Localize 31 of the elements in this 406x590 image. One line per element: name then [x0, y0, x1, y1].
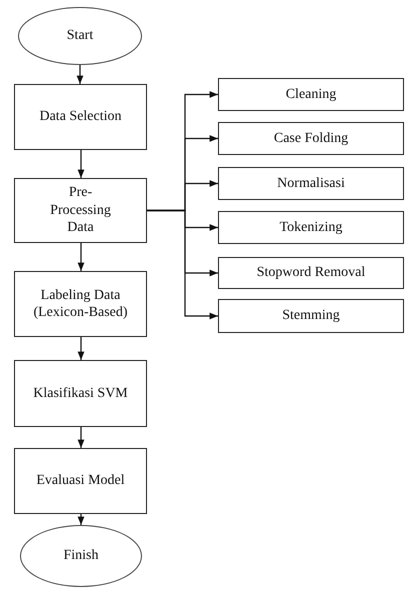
process-box	[218, 299, 404, 333]
node-label: Klasifikasi SVM	[33, 384, 128, 402]
node-label: Labeling Data (Lexicon-Based)	[32, 286, 129, 322]
arrow	[78, 337, 84, 360]
process-box	[218, 78, 404, 111]
process-box	[218, 257, 404, 289]
node-label: Stemming	[282, 307, 340, 325]
arrow	[147, 210, 218, 320]
process-box	[14, 84, 147, 150]
arrow	[78, 243, 84, 271]
node-label: Finish	[63, 547, 98, 565]
node-label: Data Selection	[39, 108, 122, 126]
arrow	[78, 514, 84, 525]
process-box	[14, 360, 147, 427]
node-label: Normalisasi	[277, 174, 345, 192]
process-box	[14, 178, 147, 243]
process-box	[218, 167, 404, 200]
process-box	[218, 211, 404, 244]
node-label: Stopword Removal	[256, 264, 366, 282]
node-label: Case Folding	[274, 130, 348, 148]
node-label: Cleaning	[286, 86, 336, 104]
process-box	[14, 448, 147, 514]
arrow	[78, 150, 84, 178]
node-label: Evaluasi Model	[36, 472, 125, 490]
node-label: Tokenizing	[280, 218, 342, 236]
arrow	[78, 427, 84, 448]
node-label: Pre-Processing Data	[49, 184, 112, 237]
process-box	[218, 122, 404, 155]
node-label: Start	[66, 27, 94, 45]
arrow	[76, 65, 84, 84]
process-box	[14, 271, 147, 337]
